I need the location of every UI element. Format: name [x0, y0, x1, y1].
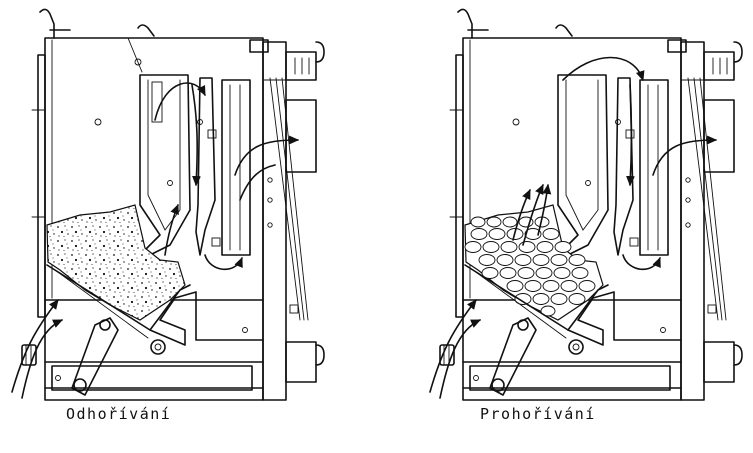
coal-lump [481, 267, 499, 279]
coal-lump [550, 254, 568, 266]
boiler-right [429, 8, 743, 401]
coal-lump [464, 241, 482, 253]
coal-lump [542, 280, 560, 292]
caption-burning-through: Prohořívání [480, 405, 596, 423]
lid-and-handle [39, 8, 269, 73]
fuel-bed-burning [464, 204, 604, 321]
lid-and-handle [457, 8, 687, 53]
coal-lump [568, 293, 586, 305]
coal-lump [532, 293, 550, 305]
airflow-arrows [11, 82, 300, 399]
coal-lump [517, 267, 535, 279]
coal-lump [571, 267, 589, 279]
coal-lump [536, 241, 554, 253]
coal-lump [506, 280, 524, 292]
coal-lump [524, 228, 542, 240]
coal-lump [578, 280, 596, 292]
coal-lump [488, 228, 506, 240]
coal-lump [518, 241, 536, 253]
coal-lump [496, 254, 514, 266]
coal-lump [486, 216, 502, 228]
boiler-left [11, 8, 325, 401]
coal-lump [502, 216, 518, 228]
coal-lump [478, 254, 496, 266]
airflow-arrows [429, 56, 718, 399]
coal-lump [535, 267, 553, 279]
coal-lump [568, 254, 586, 266]
grate-and-ashpit [439, 264, 682, 396]
coal-lump [542, 228, 560, 240]
coal-lump [514, 254, 532, 266]
coal-lump [540, 305, 556, 317]
coal-lump [532, 254, 550, 266]
coal-lump [470, 216, 486, 228]
coal-lump [560, 280, 578, 292]
boiler-housing [31, 37, 264, 401]
coal-lump [553, 267, 571, 279]
flue-channels [94, 74, 251, 256]
coal-lump [482, 241, 500, 253]
coal-lump [499, 267, 517, 279]
grate-and-ashpit [21, 264, 264, 396]
coal-lump [514, 293, 532, 305]
coal-lump [470, 228, 488, 240]
fuel-bed-smolder [46, 204, 186, 321]
coal-lump [524, 280, 542, 292]
coal-lump [554, 241, 572, 253]
caption-smoldering: Odhořívání [66, 405, 172, 423]
coal-lump [500, 241, 518, 253]
water-jacket-right [680, 41, 743, 401]
water-jacket-right [262, 41, 325, 401]
coal-lump [550, 293, 568, 305]
